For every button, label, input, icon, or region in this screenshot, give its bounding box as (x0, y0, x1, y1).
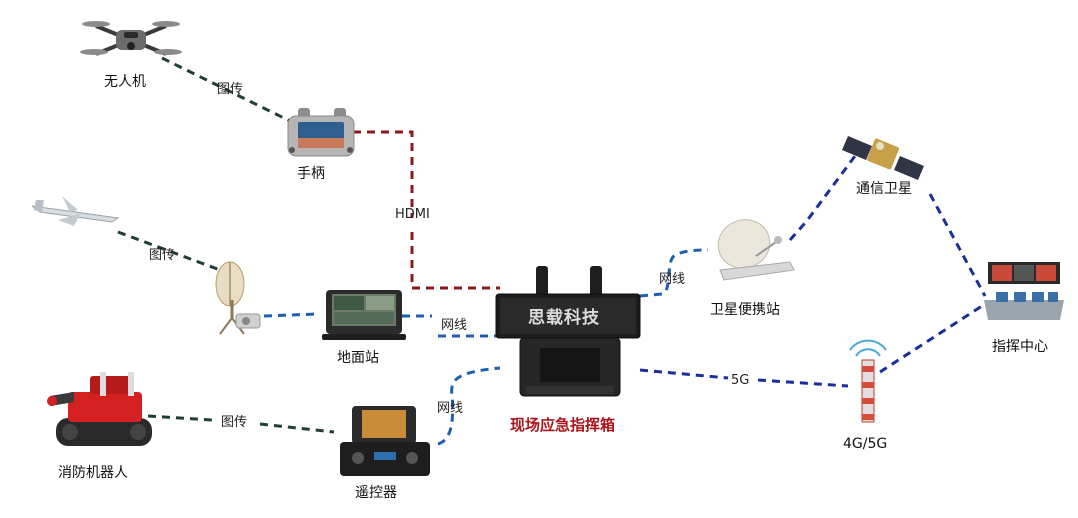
link-robot-remote (147, 414, 335, 434)
communication-satellite-icon (842, 136, 924, 180)
cell-tower-icon (849, 339, 887, 423)
link-label-box-tower: 5G (731, 373, 749, 388)
rugged-remote-controller-icon (340, 406, 430, 476)
link-label-hdmi: HDMI (395, 207, 430, 222)
node-label-satellite: 通信卫星 (856, 181, 912, 197)
node-label-drone: 无人机 (104, 74, 146, 90)
portable-satellite-station-icon (717, 219, 795, 281)
node-label-controller: 手柄 (297, 166, 325, 182)
link-remote-box (437, 366, 501, 446)
fire-fighting-robot-icon (47, 372, 152, 446)
link-box-satstation (639, 248, 709, 298)
link-antenna-groundstation (263, 312, 319, 318)
node-label-command-center: 指挥中心 (992, 339, 1048, 355)
link-label-drone-controller: 图传 (217, 82, 243, 97)
tracking-antenna-icon (215, 261, 261, 335)
link-satellite-command (928, 193, 987, 297)
emergency-command-box-icon (495, 266, 641, 397)
command-box-brand-label: 思载科技 (528, 307, 600, 328)
node-label-ground-station: 地面站 (337, 350, 379, 366)
link-satstation-satellite (788, 155, 857, 241)
node-label-command-box: 现场应急指挥箱 (510, 416, 615, 434)
link-label-box-satstation: 网线 (659, 272, 685, 287)
command-center-icon (984, 262, 1064, 320)
remote-controller-icon (287, 108, 355, 157)
link-fixedwing-antenna (117, 230, 221, 272)
link-label-fixedwing-antenna: 图传 (149, 248, 175, 263)
node-label-tower: 4G/5G (843, 436, 887, 452)
ground-station-laptop-icon (322, 290, 406, 340)
link-label-remote-box: 网线 (437, 401, 463, 416)
fixed-wing-uav-icon (31, 196, 120, 226)
node-label-remote: 遥控器 (355, 485, 397, 501)
node-label-robot: 消防机器人 (58, 465, 128, 481)
link-label-ground-box: 网线 (441, 318, 467, 333)
link-drone-controller (161, 56, 293, 124)
link-label-robot-remote: 图传 (221, 415, 247, 430)
link-groundstation-box (402, 314, 500, 338)
link-tower-command (879, 304, 983, 374)
node-label-sat-station: 卫星便携站 (710, 302, 780, 318)
link-box-tower (639, 368, 849, 388)
quadcopter-drone-icon (80, 21, 182, 56)
link-controller-box-hdmi (353, 130, 500, 290)
